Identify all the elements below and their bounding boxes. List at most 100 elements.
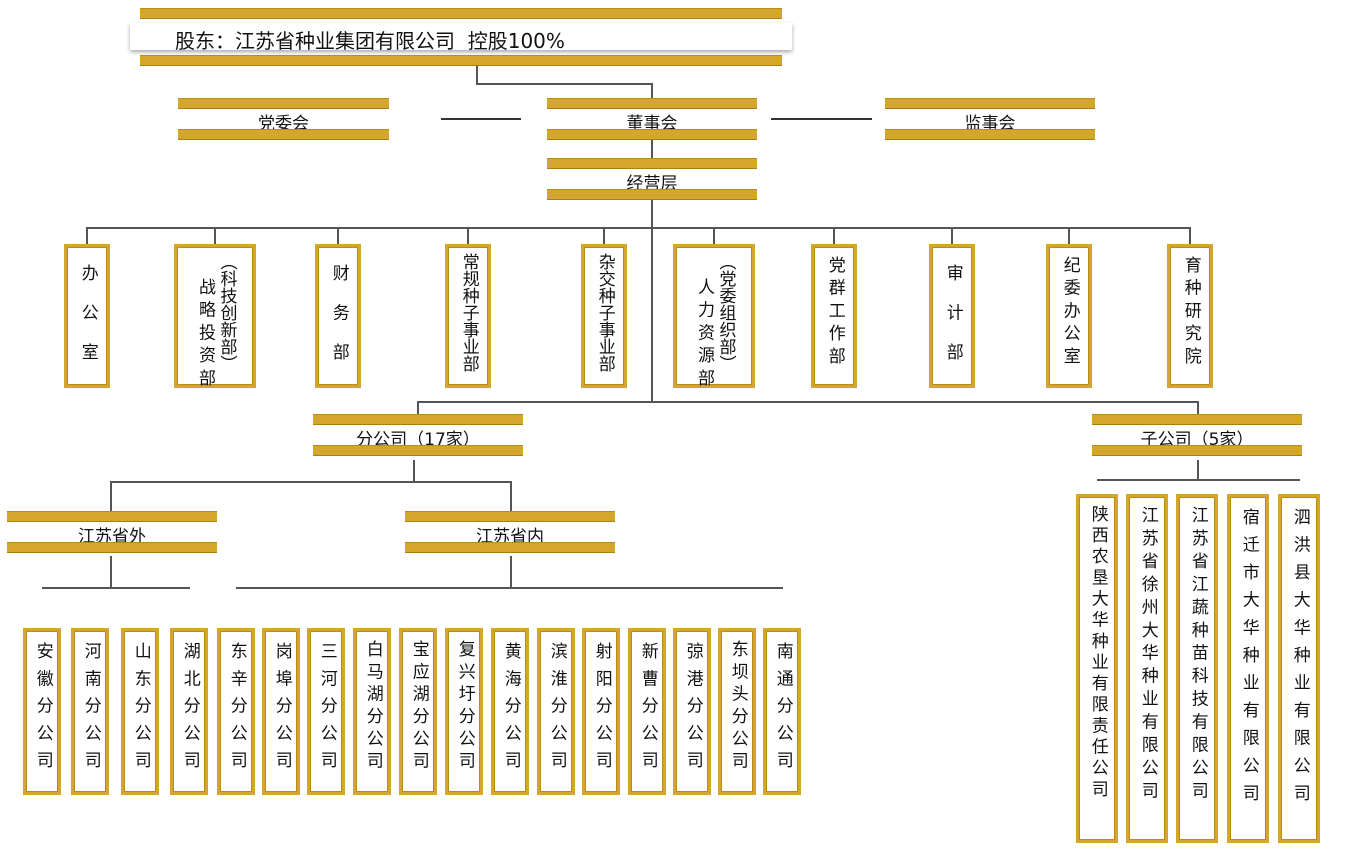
box-label: 泗洪县大华种业有限公司 [1289,508,1310,812]
connector-line [651,140,653,158]
branch-box: 湖北分公司 [170,628,208,795]
connector-line [603,227,605,244]
box-label: 杂交种子事业部 [594,253,615,372]
branch-box: 黄海分公司 [491,628,529,795]
connector-line [42,587,190,589]
box-label: 山东分公司 [130,642,151,779]
board-of-directors: 董事会 [547,98,757,140]
department-box: 财务部 [315,244,361,388]
box-label: 射阳分公司 [591,642,612,779]
connector-line [214,227,216,244]
box-label: 宿迁市大华种业有限公司 [1238,508,1259,812]
branch-box: 安徽分公司 [23,628,61,795]
department-box: 人力资源部（党委组织部） [673,244,755,392]
branch-box: 滨淮分公司 [537,628,575,795]
box-label: 新曹分公司 [637,642,658,779]
department-box: 育种研究院 [1167,244,1213,388]
box-label: 育种研究院 [1180,255,1201,370]
connector-line [1197,460,1199,480]
branch-box: 山东分公司 [121,628,159,795]
box-label: 财务部 [328,264,349,383]
box-label: 江苏省徐州大华种业有限公司 [1137,505,1158,805]
box-label: 战略投资部 [195,278,215,392]
box-label: 南通分公司 [772,642,793,779]
box-label: 人力资源部 [694,278,714,392]
management: 经营层 [547,158,757,200]
connector-line [417,401,1199,403]
department-box: 常规种子事业部 [445,244,491,388]
box-label: 弶港分公司 [682,642,703,779]
shareholder-banner: 股东：江苏省种业集团有限公司 控股100% [130,8,792,66]
connector-line [1097,479,1300,481]
connector-line [833,227,835,244]
shareholder-text: 股东：江苏省种业集团有限公司 控股100% [175,29,565,53]
subsidiary-box: 陕西农垦大华种业有限责任公司 [1076,494,1118,843]
box-label: 办公室 [77,264,98,383]
connector-line [1197,401,1199,414]
connector-line [110,481,512,483]
box-label: 白马湖分公司 [362,639,383,774]
connector-line [951,227,953,244]
connector-line [510,556,512,588]
subsidiary-box: 泗洪县大华种业有限公司 [1278,494,1320,843]
inside-jiangsu-header: 江苏省内 [405,511,615,553]
branch-box: 新曹分公司 [628,628,666,795]
box-label: 河南分公司 [80,642,101,779]
box-label: 东辛分公司 [226,642,247,779]
connector-line [1189,227,1191,244]
connector-line [413,460,415,482]
connector-line [476,66,478,84]
connector-line [476,83,653,85]
connector-line [87,227,1191,229]
department-box: 纪委办公室 [1046,244,1092,388]
box-label: （科技创新部） [216,253,237,372]
connector-line [337,227,339,244]
branch-box: 南通分公司 [763,628,801,795]
branch-box: 弶港分公司 [673,628,711,795]
connector-line [110,481,112,511]
box-label: 湖北分公司 [179,642,200,779]
connector-line [86,227,88,244]
box-label: 安徽分公司 [32,642,53,779]
subsidiaries-header: 子公司（5家） [1092,414,1302,456]
branch-box: 东坝头分公司 [718,628,756,795]
board-of-supervisors: 监事会 [885,98,1095,140]
connector-line [236,587,783,589]
department-box: 战略投资部（科技创新部） [174,244,256,392]
connector-line [110,556,112,588]
branch-box: 白马湖分公司 [353,628,391,795]
box-label: （党委组织部） [715,253,736,372]
box-label: 滨淮分公司 [546,642,567,779]
department-box: 杂交种子事业部 [581,244,627,388]
box-label: 江苏省江蔬种苗科技有限公司 [1187,505,1208,805]
box-label: 复兴圩分公司 [454,639,475,774]
connector-line [771,118,872,120]
box-label: 黄海分公司 [500,642,521,779]
branches-header: 分公司（17家） [313,414,523,456]
party-committee: 党委会 [178,98,389,140]
box-label: 党群工作部 [824,255,845,370]
connector-line [651,83,653,99]
box-label: 陕西农垦大华种业有限责任公司 [1087,505,1108,802]
connector-line [467,227,469,244]
branch-box: 三河分公司 [307,628,345,795]
box-label: 常规种子事业部 [458,253,479,372]
connector-line [417,401,419,414]
branch-box: 东辛分公司 [217,628,255,795]
box-label: 岗埠分公司 [271,642,292,779]
connector-line [510,481,512,511]
branch-box: 河南分公司 [71,628,109,795]
department-box: 党群工作部 [811,244,857,388]
box-label: 纪委办公室 [1059,255,1080,370]
connector-line [713,227,715,244]
box-label: 审计部 [942,264,963,383]
subsidiary-box: 江苏省徐州大华种业有限公司 [1126,494,1168,843]
subsidiary-box: 江苏省江蔬种苗科技有限公司 [1176,494,1218,843]
department-box: 审计部 [929,244,975,388]
connector-line [651,200,653,402]
box-label: 三河分公司 [316,642,337,779]
branch-box: 复兴圩分公司 [445,628,483,795]
connector-line [441,118,521,120]
subsidiary-box: 宿迁市大华种业有限公司 [1227,494,1269,843]
connector-line [1068,227,1070,244]
